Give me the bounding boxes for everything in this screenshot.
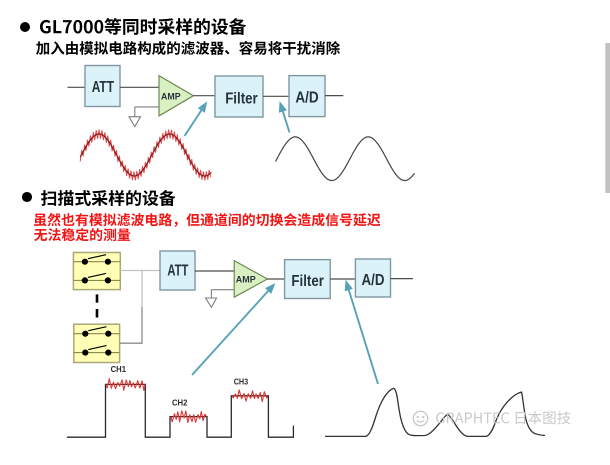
svg-text:CH1: CH1 (111, 364, 127, 374)
svg-text:Filter: Filter (225, 90, 258, 107)
svg-text:Filter: Filter (291, 273, 324, 290)
svg-text:AMP: AMP (236, 274, 256, 285)
svg-text:A/D: A/D (295, 90, 318, 107)
svg-text:ATT: ATT (167, 263, 188, 280)
svg-text:A/D: A/D (362, 272, 385, 289)
svg-text:ATT: ATT (92, 79, 115, 96)
svg-text:CH2: CH2 (172, 397, 188, 407)
svg-text:AMP: AMP (161, 92, 181, 103)
svg-text:CH3: CH3 (234, 377, 249, 387)
